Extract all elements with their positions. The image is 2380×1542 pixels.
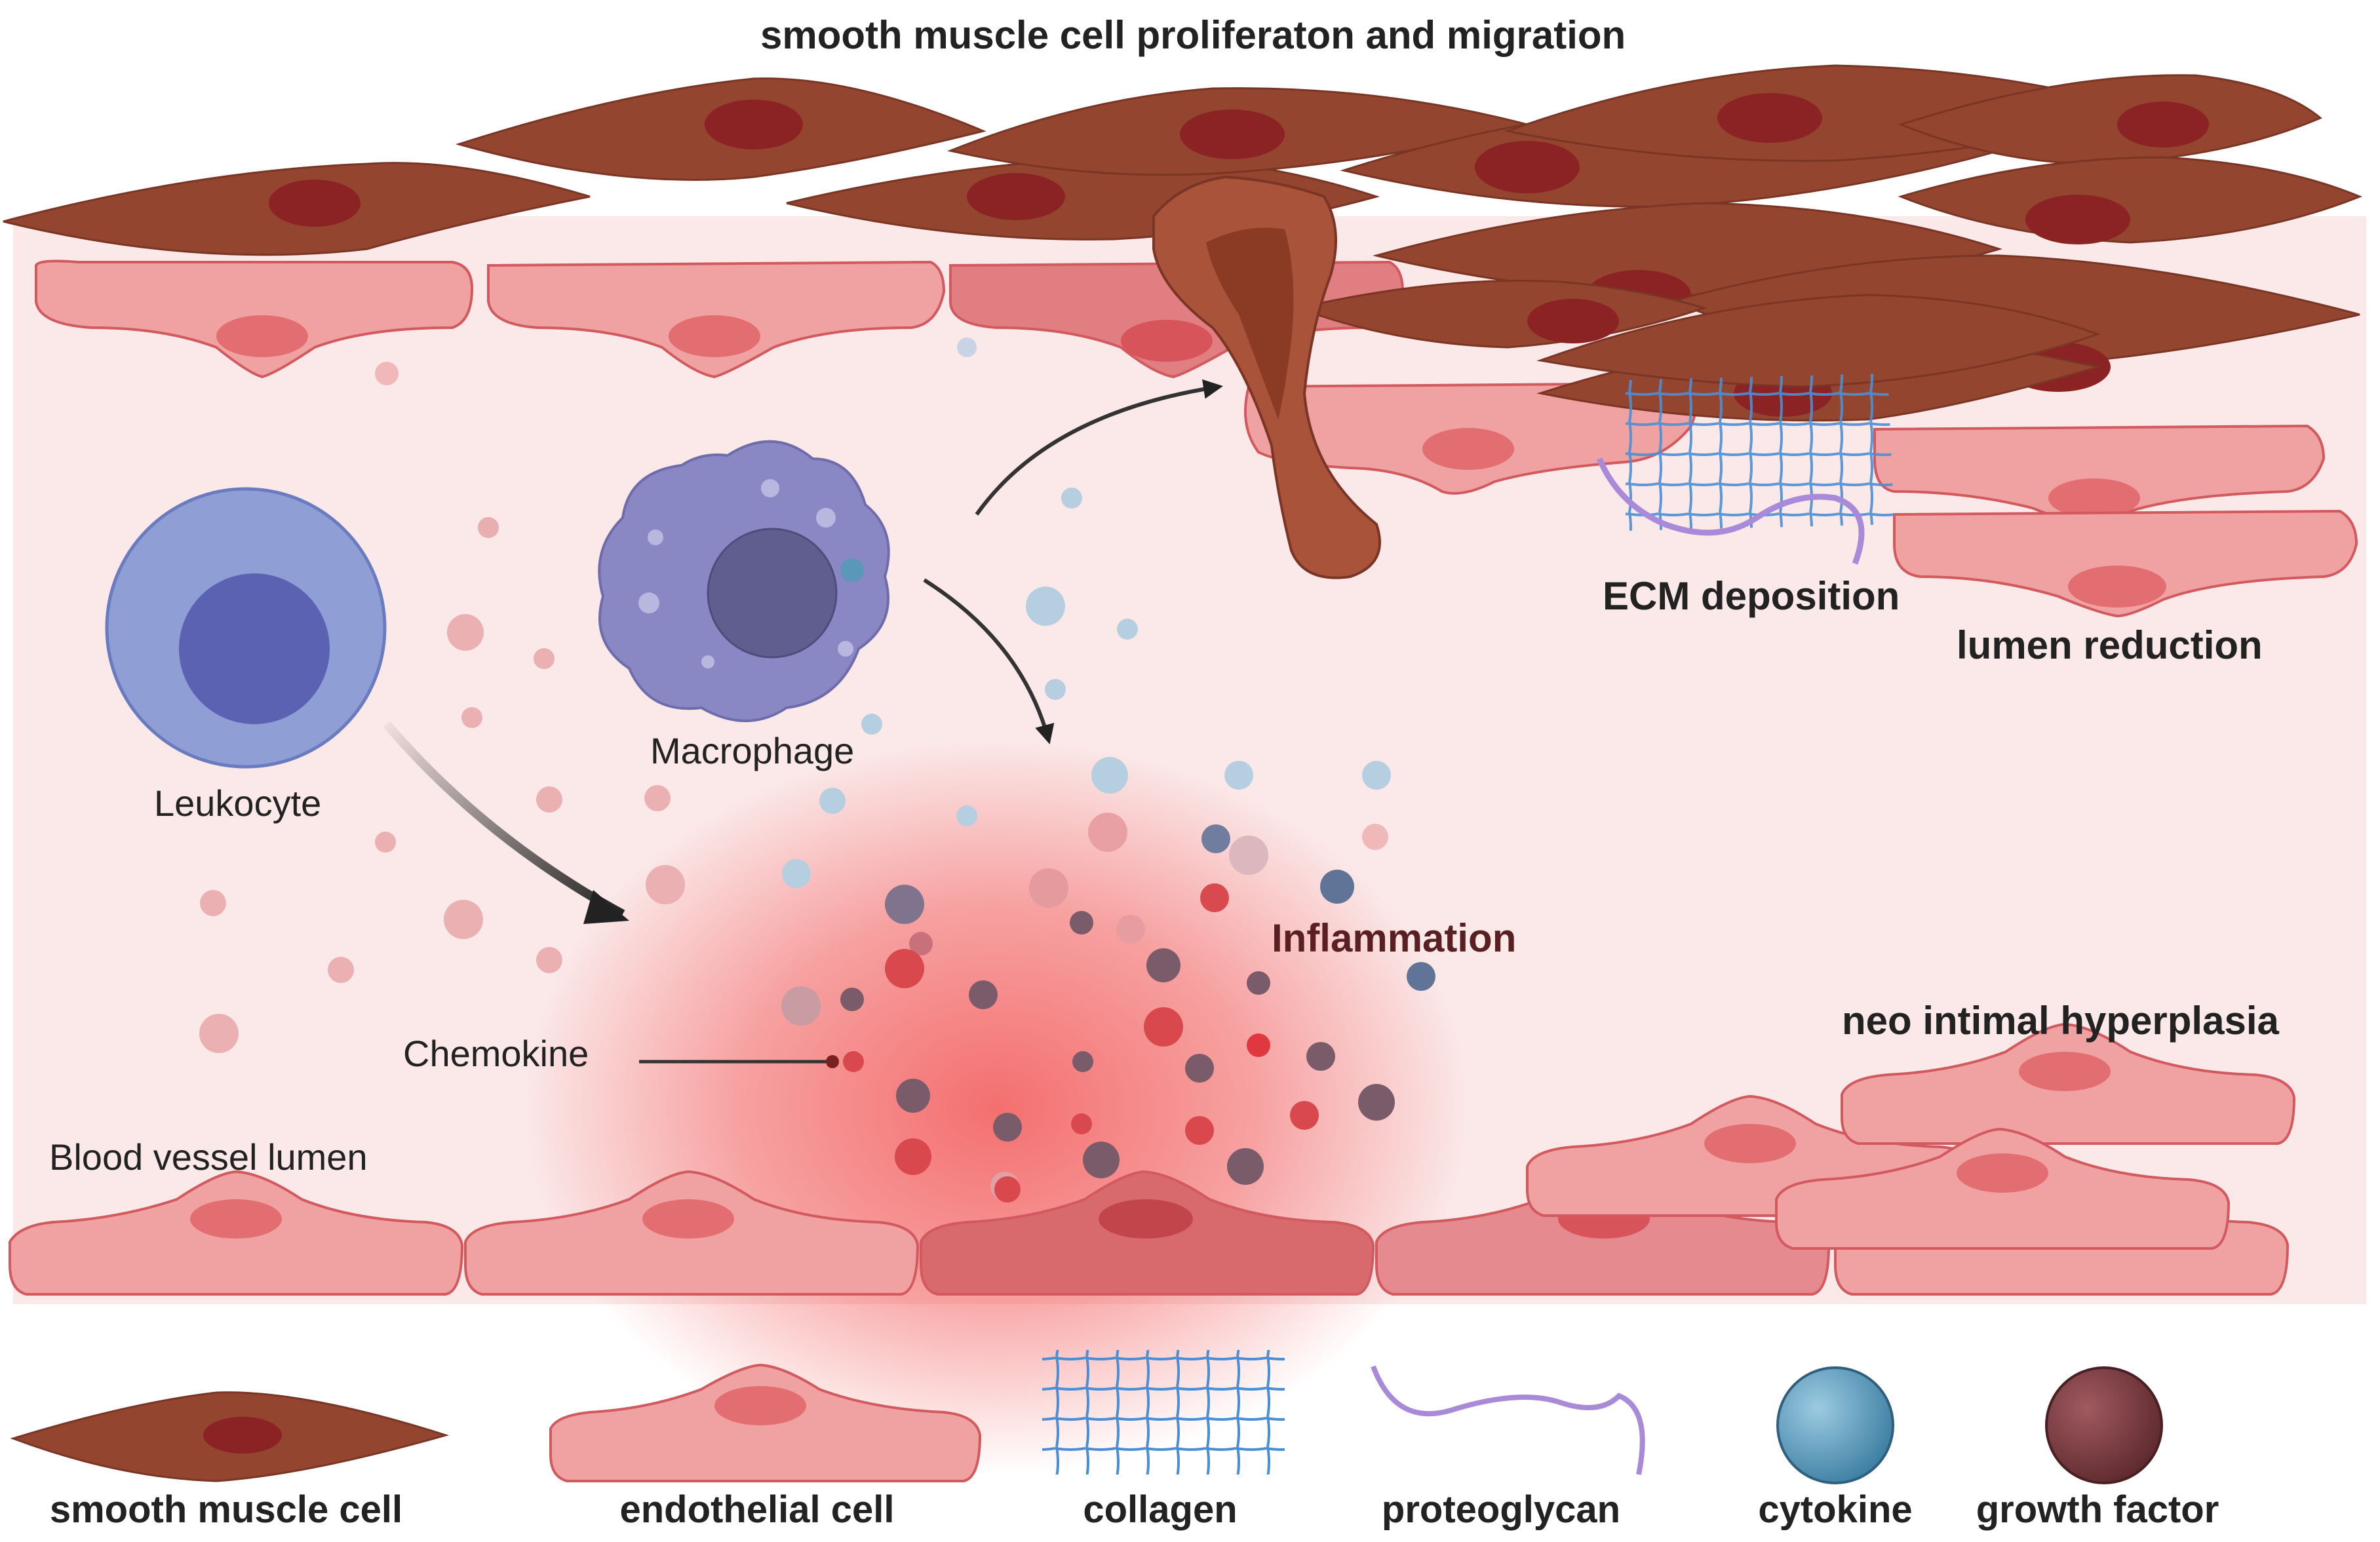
blood-vessel-lumen-label: Blood vessel lumen	[49, 1136, 368, 1178]
ecm-collagen-mesh	[1626, 374, 1894, 531]
ecm-deposition-label: ECM deposition	[1603, 574, 1900, 618]
macrophage-cell	[598, 440, 890, 722]
migrating-cell-nucleus	[1206, 227, 1294, 419]
legend-cytokine-icon	[1776, 1366, 1894, 1484]
neo-intimal-hyperplasia-label: neo intimal hyperplasia	[1842, 999, 2279, 1043]
legend-proteoglycan-icon	[1371, 1365, 1645, 1475]
legend-cytokine-label: cytokine	[1758, 1488, 1913, 1531]
leukocyte-cell	[105, 487, 387, 769]
macrophage-arrow	[923, 578, 1055, 744]
legend-smooth-muscle-cell-label: smooth muscle cell	[49, 1488, 403, 1531]
chemokine-pointer-dot	[826, 1055, 839, 1068]
inflammation-glow	[524, 741, 1468, 1475]
legend-growth-factor-label: growth factor	[1976, 1488, 2219, 1531]
legend-smooth-muscle-cell-icon	[10, 1391, 450, 1482]
macrophage-label: Macrophage	[650, 730, 855, 771]
leukocyte-arrow-head	[583, 890, 629, 924]
legend-endothelial-cell-label: endothelial cell	[619, 1488, 895, 1531]
leukocyte-label: Leukocyte	[154, 782, 322, 824]
lower-endothelial-layer	[9, 1022, 2296, 1296]
inflammation-particles	[781, 813, 1435, 1203]
leukocyte-migration-arrow	[383, 721, 625, 919]
ecm-proteoglycan	[1596, 457, 1865, 565]
legend-growth-factor-icon	[2045, 1366, 2163, 1484]
legend-collagen-label: collagen	[1083, 1488, 1238, 1531]
lumen-reduction-label: lumen reduction	[1957, 623, 2263, 667]
inflammation-label: Inflammation	[1272, 916, 1517, 960]
title-label: smooth muscle cell proliferaton and migr…	[760, 13, 1626, 57]
smc-migration-arrow	[975, 379, 1223, 516]
legend-proteoglycan-label: proteoglycan	[1381, 1488, 1621, 1531]
chemokine-label: Chemokine	[403, 1033, 589, 1074]
scattered-particles	[199, 337, 1391, 1053]
legend-collagen-icon	[1042, 1350, 1285, 1475]
legend-endothelial-cell-icon	[549, 1363, 982, 1482]
